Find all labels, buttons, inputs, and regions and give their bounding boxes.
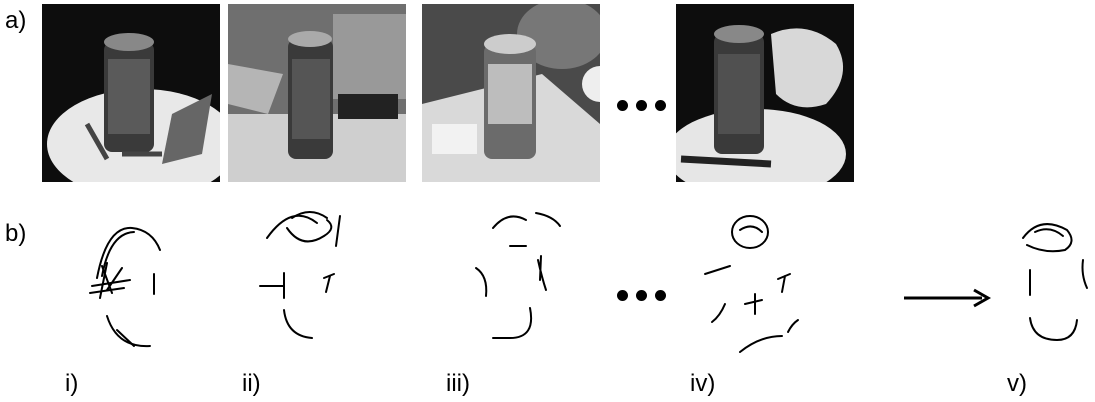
dot — [636, 100, 647, 111]
ellipsis-icon — [617, 290, 666, 301]
caption-iii: iii) — [446, 370, 470, 397]
dot — [617, 290, 628, 301]
ellipsis-icon — [617, 100, 666, 111]
right-arrow-icon — [902, 286, 992, 310]
sketch-4 — [700, 204, 880, 384]
caption-v: v) — [1007, 370, 1027, 397]
photo-1 — [42, 4, 220, 182]
sketch-5 — [1005, 210, 1095, 390]
dot — [655, 100, 666, 111]
photo-2 — [228, 4, 406, 182]
row-b-label: b) — [5, 220, 27, 247]
photo-3 — [422, 4, 600, 182]
caption-ii: ii) — [242, 370, 261, 397]
dot — [617, 100, 628, 111]
dot — [636, 290, 647, 301]
caption-i: i) — [65, 370, 79, 397]
caption-iv: iv) — [690, 370, 716, 397]
sketch-3 — [438, 198, 618, 378]
photo-4 — [676, 4, 854, 182]
sketch-1 — [62, 208, 242, 388]
sketch-2 — [232, 198, 412, 378]
dot — [655, 290, 666, 301]
row-a-label: a) — [5, 7, 27, 34]
